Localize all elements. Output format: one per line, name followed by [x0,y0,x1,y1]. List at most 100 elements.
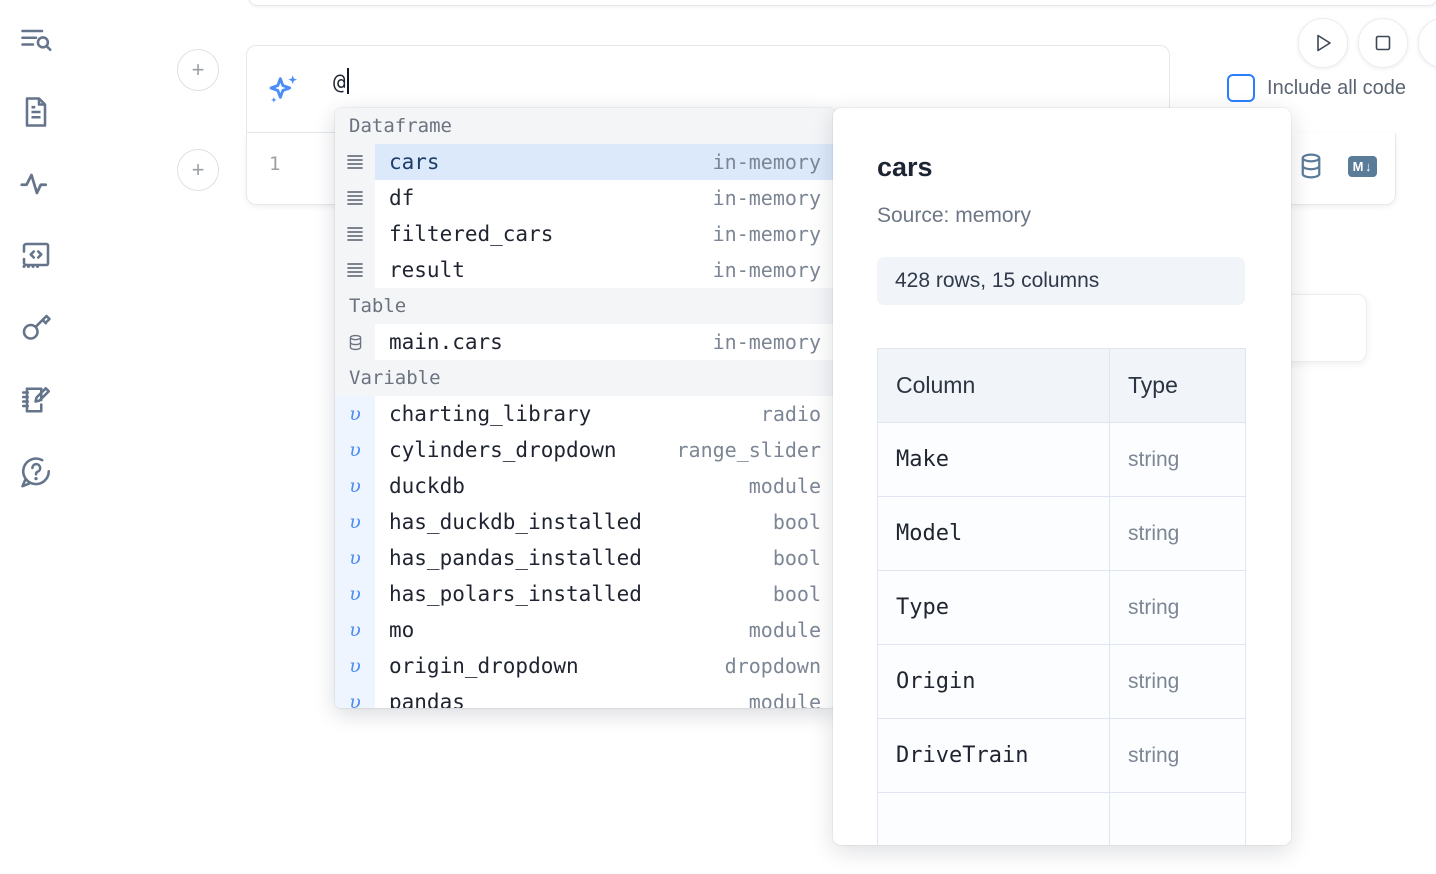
stop-button[interactable] [1358,18,1408,68]
include-all-code-row[interactable]: Include all code [1227,74,1406,102]
autocomplete-item-meta: in-memory [712,258,821,282]
text-caret [347,68,350,94]
activity-icon[interactable] [12,160,60,208]
autocomplete-item-name: cylinders_dropdown [389,438,617,462]
key-icon[interactable] [12,304,60,352]
autocomplete-item-content: filtered_cars in-memory [375,216,835,252]
database-icon[interactable] [1296,151,1326,181]
help-chat-icon[interactable] [12,448,60,496]
run-controls [1298,18,1436,68]
autocomplete-item-name: has_duckdb_installed [389,510,642,534]
autocomplete-item-content: has_pandas_installed bool [375,540,835,576]
schema-column-name: Type [877,570,1110,645]
autocomplete-item[interactable]: υ cylinders_dropdown range_slider [335,432,835,468]
variable-icon: υ [335,540,375,576]
dataframe-icon [335,216,375,252]
variable-icon: υ [335,576,375,612]
autocomplete-item-content: cylinders_dropdown range_slider [375,432,835,468]
autocomplete-item-name: has_pandas_installed [389,546,642,570]
preview-title: cars [877,152,933,182]
dataframe-icon [335,180,375,216]
preview-shape-badge: 428 rows, 15 columns [877,257,1245,305]
schema-header-cell: Type [1109,348,1246,423]
variable-icon: υ [335,432,375,468]
ai-prompt-input[interactable]: @ [333,68,350,94]
file-text-icon[interactable] [12,88,60,136]
schema-column-type: string [1109,422,1246,497]
variable-icon: υ [335,648,375,684]
add-cell-button-top[interactable]: + [177,49,219,91]
autocomplete-group-header: Dataframe [335,108,835,144]
autocomplete-item-name: mo [389,618,415,642]
sparkles-icon [265,70,305,115]
autocomplete-item-meta: range_slider [676,438,822,462]
table-db-icon [335,324,375,360]
autocomplete-item-meta: in-memory [712,150,821,174]
variable-icon: υ [335,396,375,432]
autocomplete-item-meta: module [748,618,821,642]
code-brackets-icon[interactable] [12,232,60,280]
more-button-partial[interactable] [1418,18,1436,68]
scratchpad-icon[interactable] [12,376,60,424]
left-icon-rail [0,0,72,874]
variable-icon: υ [335,684,375,708]
schema-column-type: string [1109,644,1246,719]
schema-column-type [1109,792,1246,845]
autocomplete-item-meta: in-memory [712,222,821,246]
autocomplete-group-header: Table [335,288,835,324]
markdown-icon-arrow: ↓ [1365,158,1372,174]
schema-column-name [877,792,1110,845]
autocomplete-item-meta: module [748,474,821,498]
add-cell-button-bottom[interactable]: + [177,149,219,191]
autocomplete-item-name: filtered_cars [389,222,554,246]
schema-row [877,792,1246,845]
markdown-icon-letter: M [1352,158,1364,174]
autocomplete-item[interactable]: υ has_pandas_installed bool [335,540,835,576]
autocomplete-item-meta: bool [772,546,821,570]
dataframe-icon [335,144,375,180]
outline-search-icon[interactable] [12,16,60,64]
ai-prompt-value: @ [333,70,347,94]
line-number: 1 [269,153,281,175]
schema-column-name: Origin [877,644,1110,719]
include-all-code-checkbox[interactable] [1227,74,1256,102]
markdown-icon[interactable]: M↓ [1347,155,1377,177]
schema-column-name: DriveTrain [877,718,1110,793]
schema-column-type: string [1109,718,1246,793]
autocomplete-item-name: origin_dropdown [389,654,579,678]
autocomplete-item[interactable]: filtered_cars in-memory [335,216,835,252]
run-button[interactable] [1298,18,1348,68]
dataframe-icon [335,252,375,288]
schema-column-type: string [1109,496,1246,571]
autocomplete-item-meta: in-memory [712,330,821,354]
autocomplete-item-name: charting_library [389,402,592,426]
